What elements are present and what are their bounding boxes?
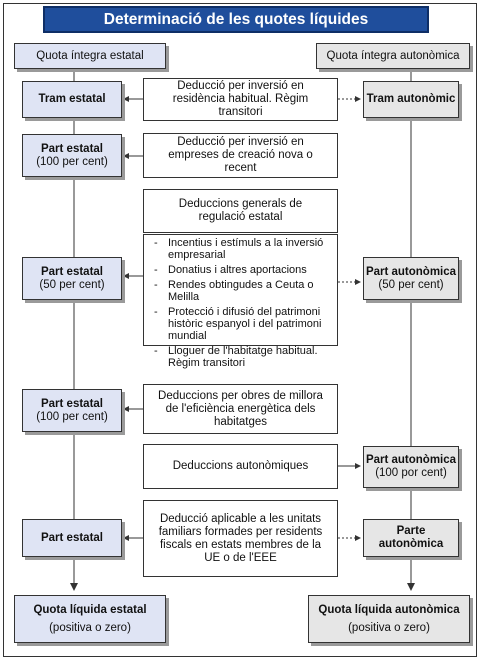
node-label: Part autonòmica bbox=[365, 454, 457, 466]
node-label: Part estatal bbox=[40, 397, 103, 410]
left-header: Quota íntegra estatal bbox=[14, 43, 166, 69]
node-label: Part estatal bbox=[40, 531, 103, 544]
node-label: Part estatal bbox=[40, 265, 103, 278]
result-quota-liquida-estatal: Quota líquida estatal (positiva o zero) bbox=[14, 595, 166, 643]
node-label: Tram estatal bbox=[38, 93, 106, 105]
deduction-unitats-familiars-ue: Deducció aplicable a les unitats familia… bbox=[143, 500, 338, 577]
right-node-parte-autonomica: Parte autonòmica bbox=[363, 519, 459, 557]
deduction-habitatge-transitori: Deducció per inversió en residència habi… bbox=[143, 78, 338, 121]
left-node-part-estatal-100-b: Part estatal (100 per cent) bbox=[22, 389, 122, 432]
node-sublabel: (100 por cent) bbox=[375, 467, 447, 479]
node-label: Parte autonòmica bbox=[378, 525, 444, 550]
right-node-part-autonomica-100: Part autonòmica (100 por cent) bbox=[363, 446, 459, 488]
left-node-tram-estatal: Tram estatal bbox=[22, 81, 122, 118]
result-title: Quota líquida estatal bbox=[33, 603, 147, 616]
list-item: Protecció i difusió del patrimoni històr… bbox=[154, 306, 333, 342]
deduction-empreses-noves: Deducció per inversió en empreses de cre… bbox=[143, 133, 338, 178]
left-node-part-estatal-50: Part estatal (50 per cent) bbox=[22, 257, 122, 300]
node-label: Part estatal bbox=[40, 142, 103, 155]
right-header: Quota íntegra autonòmica bbox=[316, 43, 470, 69]
left-node-part-estatal-final: Part estatal bbox=[22, 519, 122, 557]
result-sub: (positiva o zero) bbox=[49, 621, 131, 634]
right-node-part-autonomica-50: Part autonòmica (50 per cent) bbox=[363, 257, 459, 300]
result-title: Quota líquida autonòmica bbox=[318, 603, 460, 616]
deduction-eficiencia-energetica: Deduccions per obres de millora de l'efi… bbox=[143, 384, 338, 434]
diagram-frame bbox=[3, 3, 477, 657]
diagram-title: Determinació de les quotes líquides bbox=[43, 6, 429, 33]
list-item: Rendes obtingudes a Ceuta o Melilla bbox=[154, 279, 333, 303]
list-item: Donatius i altres aportacions bbox=[154, 264, 333, 276]
node-sublabel: (100 per cent) bbox=[36, 155, 108, 168]
result-quota-liquida-autonomica: Quota líquida autonòmica (positiva o zer… bbox=[308, 595, 470, 643]
list-item: Lloguer de l'habitatge habitual. Règim t… bbox=[154, 345, 333, 369]
list-item: Incentius i estímuls a la inversió empre… bbox=[154, 237, 333, 261]
deduction-autonomiques: Deduccions autonòmiques bbox=[143, 444, 338, 489]
deduction-generals-header: Deduccions generals de regulació estatal bbox=[143, 189, 338, 233]
result-sub: (positiva o zero) bbox=[348, 621, 430, 634]
right-node-tram-autonomic: Tram autonòmic bbox=[363, 81, 459, 118]
node-label: Part autonòmica bbox=[365, 265, 457, 278]
node-label: Tram autonòmic bbox=[366, 93, 456, 105]
node-sublabel: (50 per cent) bbox=[378, 278, 444, 291]
deduction-generals-list: Incentius i estímuls a la inversió empre… bbox=[143, 234, 338, 369]
node-sublabel: (50 per cent) bbox=[39, 278, 105, 291]
left-node-part-estatal-100-a: Part estatal (100 per cent) bbox=[22, 134, 122, 177]
node-sublabel: (100 per cent) bbox=[36, 410, 108, 423]
